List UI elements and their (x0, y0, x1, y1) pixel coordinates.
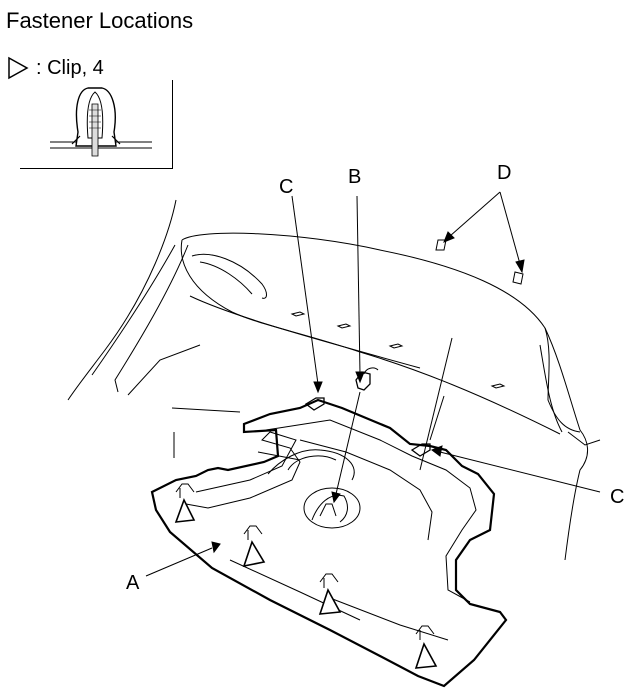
spare-tire-well (303, 487, 361, 529)
leader-d-left (449, 191, 501, 237)
diagram-title: Fastener Locations (6, 8, 194, 33)
leader-c-right (439, 451, 601, 493)
leader-b (356, 195, 361, 375)
leader-a (145, 547, 213, 577)
clip-marker-3 (318, 588, 342, 615)
clip-detail-icon (50, 87, 152, 157)
callout-b: B (348, 166, 362, 188)
callout-a: A (126, 572, 140, 594)
callout-d: D (497, 162, 512, 184)
rear-shelf (181, 232, 581, 433)
left-side-panel (67, 199, 177, 401)
clip-marker-4 (414, 642, 438, 669)
leader-b-lower (335, 391, 361, 495)
callout-c-right: C (610, 486, 625, 508)
trunk-floor-cover (150, 367, 508, 688)
leader-c-top (291, 195, 319, 385)
clip-marker-2 (242, 540, 266, 568)
clip-legend: : Clip, 4 (6, 56, 104, 80)
clip-marker-1 (174, 497, 196, 523)
right-side-panel (544, 327, 588, 561)
clip-detail-inset (20, 80, 173, 169)
callout-c-top: C (279, 176, 294, 198)
legend-text: : Clip, 4 (36, 56, 104, 79)
triangle-outline-icon (8, 56, 29, 80)
clip-markers (174, 497, 438, 669)
leader-d-right (499, 191, 521, 265)
